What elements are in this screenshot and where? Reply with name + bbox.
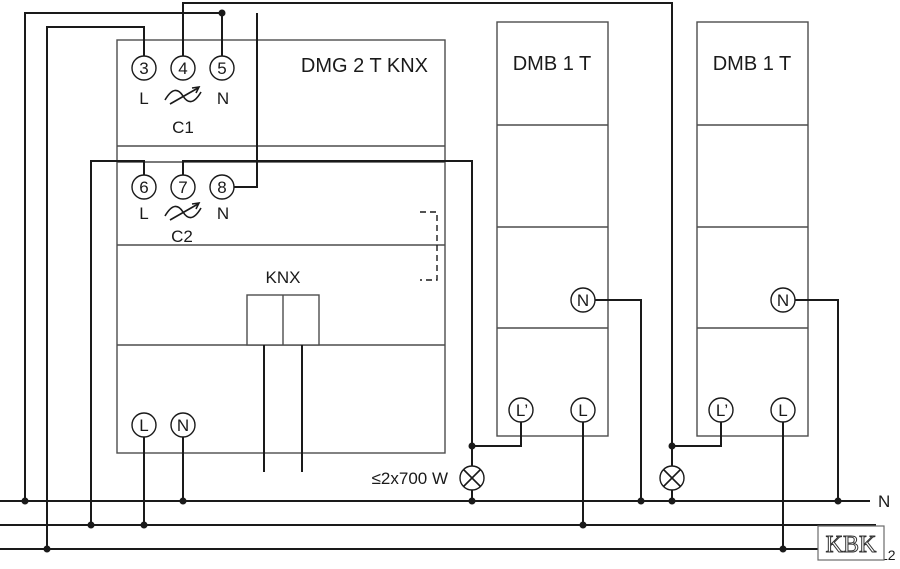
main-module-title: DMG 2 T KNX bbox=[301, 55, 428, 77]
extension-module-frame bbox=[496, 21, 609, 437]
extension-module: DMB 1 T N L’ L bbox=[696, 21, 809, 437]
channel2-terminals: 6 7 8 L N C2 bbox=[131, 174, 235, 246]
supply-l-letter: L bbox=[139, 416, 148, 435]
lamp-icon bbox=[659, 465, 685, 491]
dimmer-symbol-icon bbox=[164, 85, 202, 105]
extension-module: DMB 1 T N L’ L bbox=[496, 21, 609, 437]
terminal-6-number: 6 bbox=[139, 178, 148, 197]
wires bbox=[0, 2, 876, 550]
channel2-label: C2 bbox=[171, 227, 193, 246]
dimmer-symbol-icon bbox=[164, 201, 202, 221]
extension-n-letter: N bbox=[777, 291, 789, 310]
extension-module-frame bbox=[696, 21, 809, 437]
extension-module-title: DMB 1 T bbox=[513, 53, 592, 75]
extension-n-letter: N bbox=[577, 291, 589, 310]
terminal-5-number: 5 bbox=[217, 59, 226, 78]
main-module: DMG 2 T KNX 3 4 5 L N C1 6 7 bbox=[116, 39, 446, 472]
svg-text:KBK: KBK bbox=[826, 532, 877, 558]
n-bus-label: N bbox=[878, 492, 890, 511]
channel2-n-letter: N bbox=[217, 204, 229, 223]
knx-connector: KNX bbox=[246, 268, 320, 472]
load-rating-label: ≤2x700 W bbox=[372, 469, 448, 488]
terminal-7-number: 7 bbox=[178, 178, 187, 197]
channel1-label: C1 bbox=[172, 118, 194, 137]
lamp-icon bbox=[459, 465, 485, 491]
extension-l-letter: L bbox=[778, 401, 787, 420]
extension-lprime-letter: L’ bbox=[716, 401, 728, 420]
extension-l-letter: L bbox=[578, 401, 587, 420]
extension-lprime-letter: L’ bbox=[516, 401, 528, 420]
extension-module-title: DMB 1 T bbox=[713, 53, 792, 75]
terminal-8-number: 8 bbox=[217, 178, 226, 197]
terminal-3-number: 3 bbox=[139, 59, 148, 78]
kbk-watermark: KBK bbox=[817, 525, 885, 561]
channel1-n-letter: N bbox=[217, 89, 229, 108]
junction-dots bbox=[21, 9, 842, 553]
main-module-frame bbox=[116, 39, 446, 454]
supply-n-letter: N bbox=[177, 416, 189, 435]
knx-label: KNX bbox=[266, 268, 301, 287]
channel2-l-letter: L bbox=[139, 204, 148, 223]
terminal-4-number: 4 bbox=[178, 59, 187, 78]
channel1-l-letter: L bbox=[139, 89, 148, 108]
dashed-bracket bbox=[420, 211, 438, 281]
